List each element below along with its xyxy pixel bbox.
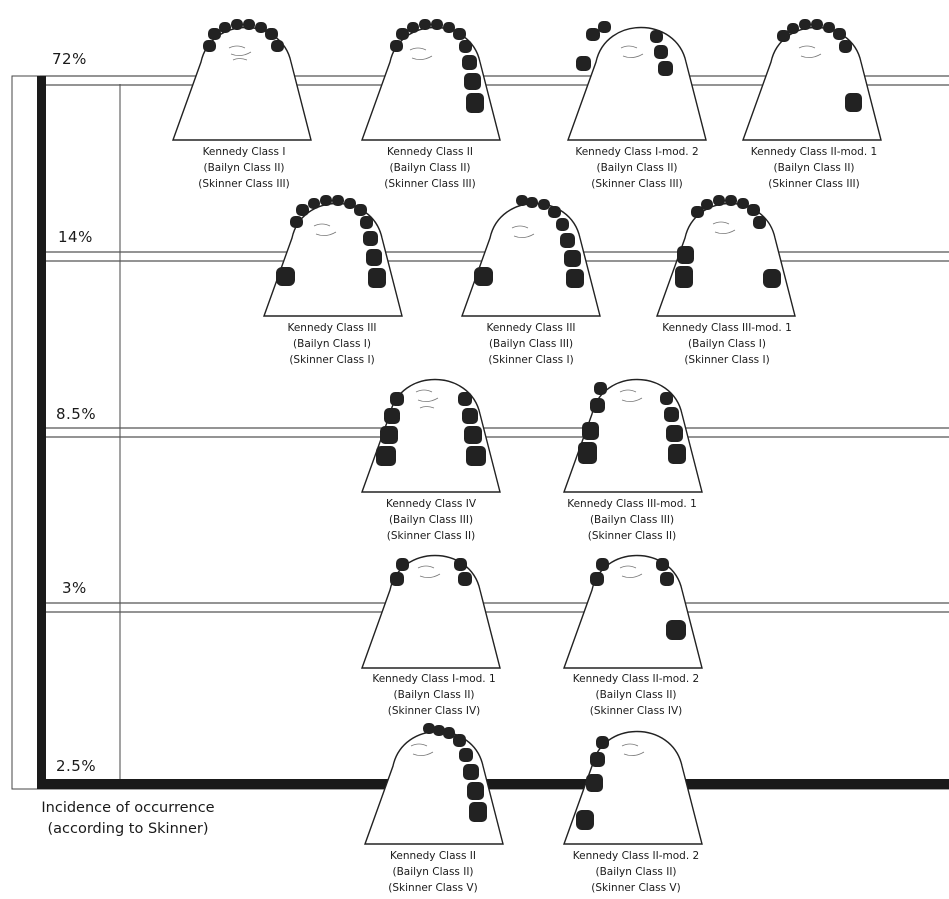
caption-kennedy-class-iv: Kennedy Class IV (Bailyn Class III) (Ski… bbox=[336, 496, 526, 544]
skinner-label: (Skinner Class III) bbox=[591, 178, 683, 190]
caption-kennedy-class-iii-a: Kennedy Class III (Bailyn Class I) (Skin… bbox=[237, 320, 427, 368]
kennedy-label: Kennedy Class I-mod. 2 bbox=[575, 146, 699, 158]
bailyn-label: (Bailyn Class I) bbox=[293, 338, 371, 350]
arch-kennedy-class-iii-b bbox=[461, 195, 601, 317]
kennedy-label: Kennedy Class III bbox=[486, 322, 576, 334]
bailyn-label: (Bailyn Class II) bbox=[393, 689, 475, 701]
incidence-label-2-5: 2.5% bbox=[52, 757, 101, 775]
bailyn-label: (Bailyn Class II) bbox=[203, 162, 285, 174]
caption-kennedy-class-ii-a: Kennedy Class II (Bailyn Class II) (Skin… bbox=[335, 144, 525, 192]
caption-kennedy-class-ii-mod-1: Kennedy Class II-mod. 1 (Bailyn Class II… bbox=[719, 144, 909, 192]
bailyn-label: (Bailyn Class II) bbox=[392, 866, 474, 878]
incidence-label-3: 3% bbox=[58, 579, 91, 597]
level-band-2 bbox=[40, 427, 949, 438]
arch-kennedy-class-iii-mod-1-a bbox=[656, 195, 796, 317]
bailyn-label: (Bailyn Class II) bbox=[773, 162, 855, 174]
axis-caption-line-2: (according to Skinner) bbox=[47, 821, 209, 837]
axis-caption-line-1: Incidence of occurrence bbox=[41, 800, 215, 816]
skinner-label: (Skinner Class V) bbox=[388, 882, 478, 894]
bailyn-label: (Bailyn Class II) bbox=[596, 162, 678, 174]
bailyn-label: (Bailyn Class III) bbox=[488, 338, 574, 350]
bailyn-label: (Bailyn Class II) bbox=[595, 866, 677, 878]
caption-kennedy-class-ii-mod-2-b: Kennedy Class II-mod. 2 (Bailyn Class II… bbox=[541, 848, 731, 896]
arch-kennedy-class-iii-a bbox=[263, 195, 403, 317]
bailyn-label: (Bailyn Class III) bbox=[388, 514, 474, 526]
skinner-label: (Skinner Class III) bbox=[198, 178, 290, 190]
caption-kennedy-class-ii-mod-2-a: Kennedy Class II-mod. 2 (Bailyn Class II… bbox=[541, 671, 731, 719]
arch-kennedy-class-i-mod-2 bbox=[567, 21, 707, 141]
skinner-label: (Skinner Class IV) bbox=[589, 705, 683, 717]
kennedy-label: Kennedy Class II bbox=[387, 146, 473, 158]
arch-kennedy-class-i bbox=[172, 19, 312, 141]
arch-kennedy-class-iii-mod-1-b bbox=[563, 378, 703, 493]
arch-kennedy-class-ii-mod-1 bbox=[742, 19, 882, 141]
bailyn-label: (Bailyn Class I) bbox=[688, 338, 766, 350]
caption-kennedy-class-iii-mod-1-b: Kennedy Class III-mod. 1 (Bailyn Class I… bbox=[537, 496, 727, 544]
kennedy-label: Kennedy Class III-mod. 1 bbox=[567, 498, 697, 510]
caption-kennedy-class-iii-mod-1-a: Kennedy Class III-mod. 1 (Bailyn Class I… bbox=[632, 320, 822, 368]
baseline-bar bbox=[37, 779, 949, 789]
kennedy-label: Kennedy Class II-mod. 1 bbox=[750, 146, 878, 158]
skinner-label: (Skinner Class V) bbox=[591, 882, 681, 894]
kennedy-label: Kennedy Class I-mod. 1 bbox=[372, 673, 496, 685]
kennedy-label: Kennedy Class III bbox=[287, 322, 377, 334]
level-band-3 bbox=[40, 602, 949, 613]
kennedy-label: Kennedy Class IV bbox=[385, 498, 477, 510]
skinner-label: (Skinner Class II) bbox=[587, 530, 677, 542]
arch-kennedy-class-i-mod-1 bbox=[361, 554, 501, 669]
incidence-label-8-5: 8.5% bbox=[52, 405, 101, 423]
skinner-label: (Skinner Class I) bbox=[488, 354, 574, 366]
caption-kennedy-class-i: Kennedy Class I (Bailyn Class II) (Skinn… bbox=[149, 144, 339, 192]
arch-kennedy-class-ii-mod-2-b bbox=[563, 730, 703, 845]
arch-kennedy-class-iv bbox=[361, 378, 501, 493]
skinner-label: (Skinner Class I) bbox=[684, 354, 770, 366]
caption-kennedy-class-i-mod-1: Kennedy Class I-mod. 1 (Bailyn Class II)… bbox=[339, 671, 529, 719]
skinner-label: (Skinner Class III) bbox=[384, 178, 476, 190]
kennedy-label: Kennedy Class II-mod. 2 bbox=[572, 850, 700, 862]
arch-kennedy-class-ii-b bbox=[364, 723, 504, 845]
caption-kennedy-class-ii-b: Kennedy Class II (Bailyn Class II) (Skin… bbox=[338, 848, 528, 896]
bailyn-label: (Bailyn Class II) bbox=[389, 162, 471, 174]
skinner-label: (Skinner Class II) bbox=[386, 530, 476, 542]
bailyn-label: (Bailyn Class II) bbox=[595, 689, 677, 701]
kennedy-label: Kennedy Class I bbox=[202, 146, 286, 158]
incidence-label-72: 72% bbox=[48, 50, 91, 68]
kennedy-label: Kennedy Class II-mod. 2 bbox=[572, 673, 700, 685]
kennedy-label: Kennedy Class II bbox=[390, 850, 476, 862]
skinner-label: (Skinner Class III) bbox=[768, 178, 860, 190]
arch-kennedy-class-ii-a bbox=[361, 19, 501, 141]
skinner-label: (Skinner Class IV) bbox=[387, 705, 481, 717]
caption-kennedy-class-i-mod-2: Kennedy Class I-mod. 2 (Bailyn Class II)… bbox=[542, 144, 732, 192]
kennedy-label: Kennedy Class III-mod. 1 bbox=[662, 322, 792, 334]
incidence-axis-caption: Incidence of occurrence (according to Sk… bbox=[18, 798, 238, 840]
arch-kennedy-class-ii-mod-2-a bbox=[563, 554, 703, 669]
caption-kennedy-class-iii-b: Kennedy Class III (Bailyn Class III) (Sk… bbox=[436, 320, 626, 368]
incidence-axis-bar bbox=[37, 76, 46, 789]
skinner-label: (Skinner Class I) bbox=[289, 354, 375, 366]
incidence-label-14: 14% bbox=[54, 228, 97, 246]
bailyn-label: (Bailyn Class III) bbox=[589, 514, 675, 526]
